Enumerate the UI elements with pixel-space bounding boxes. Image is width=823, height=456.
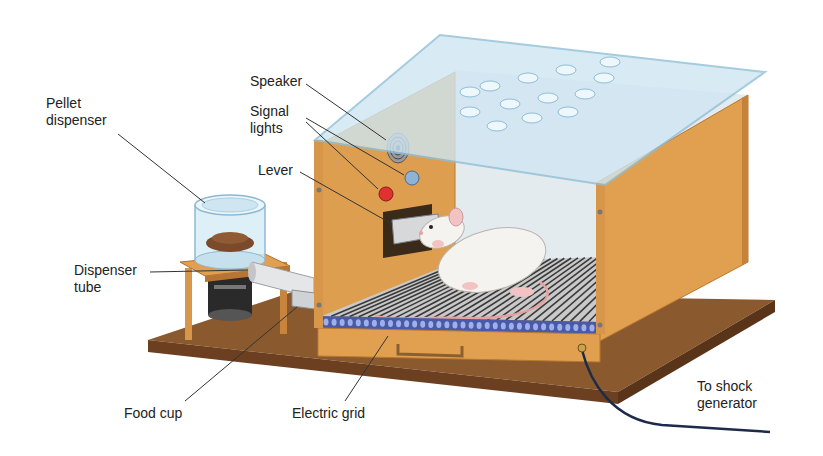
- air-hole: [556, 65, 576, 75]
- part-label: Speaker: [250, 73, 302, 90]
- screw: [317, 303, 322, 308]
- signal-light: [405, 171, 419, 185]
- front-post: [596, 182, 605, 334]
- grid-contact: [517, 323, 522, 330]
- grid-contact: [461, 322, 466, 329]
- part-label: Pellet dispenser: [46, 95, 118, 129]
- air-hole: [575, 89, 595, 99]
- air-hole: [480, 81, 500, 91]
- grid-contact: [388, 320, 393, 327]
- screw: [317, 188, 322, 193]
- grid-contact: [396, 320, 401, 327]
- grid-contact: [525, 323, 530, 330]
- part-label: Food cup: [124, 405, 182, 422]
- grid-contact: [404, 320, 409, 327]
- part-label: Signal lights: [250, 103, 306, 137]
- grid-contact: [372, 320, 377, 327]
- part-label: Dispenser tube: [74, 262, 148, 296]
- grid-contact: [436, 321, 441, 328]
- grid-contact: [364, 319, 369, 326]
- grid-contact: [509, 323, 514, 330]
- grid-contact: [348, 319, 353, 326]
- grid-contact: [444, 321, 449, 328]
- air-hole: [487, 121, 507, 131]
- air-hole: [538, 93, 558, 103]
- grid-contact: [452, 321, 457, 328]
- grid-contact: [469, 322, 474, 329]
- air-hole: [600, 57, 620, 67]
- air-hole: [558, 107, 578, 117]
- drawer-panel: [318, 328, 600, 362]
- grid-contact: [324, 319, 329, 326]
- grid-contact: [541, 323, 546, 330]
- grid-contact: [493, 322, 498, 329]
- grid-contact: [549, 324, 554, 331]
- wire-terminal: [578, 344, 586, 352]
- grid-contact: [565, 324, 570, 331]
- drawer-handle: [398, 344, 462, 356]
- leader-lines: [118, 84, 404, 401]
- grid-contact: [477, 322, 482, 329]
- grid-contact: [533, 323, 538, 330]
- grid-contact: [557, 324, 562, 331]
- air-hole: [460, 107, 480, 117]
- grid-contact: [380, 320, 385, 327]
- grid-contact: [356, 319, 361, 326]
- air-hole: [518, 73, 538, 83]
- air-hole: [594, 73, 614, 83]
- grid-contact: [340, 319, 345, 326]
- part-label: To shock generator: [697, 378, 769, 412]
- grid-contact: [412, 321, 417, 328]
- grid-contact: [428, 321, 433, 328]
- tube-end: [248, 262, 256, 282]
- front-post: [314, 140, 323, 328]
- grid-contact: [589, 324, 594, 331]
- grid-contact: [581, 324, 586, 331]
- signal-light: [379, 187, 393, 201]
- air-hole: [500, 99, 520, 109]
- grid-contact: [332, 319, 337, 326]
- air-holes: [460, 57, 620, 131]
- screw: [598, 210, 603, 215]
- part-label: Lever: [258, 162, 293, 179]
- grid-contact: [573, 324, 578, 331]
- grid-contact: [420, 321, 425, 328]
- rat-figure: [375, 208, 553, 319]
- wall-edge: [742, 95, 748, 265]
- screw: [598, 323, 603, 328]
- air-hole: [460, 87, 480, 97]
- grid-contact: [485, 322, 490, 329]
- shock-wire: [582, 350, 770, 432]
- air-hole: [522, 113, 542, 123]
- grid-contact: [501, 322, 506, 329]
- part-label: Electric grid: [292, 405, 365, 422]
